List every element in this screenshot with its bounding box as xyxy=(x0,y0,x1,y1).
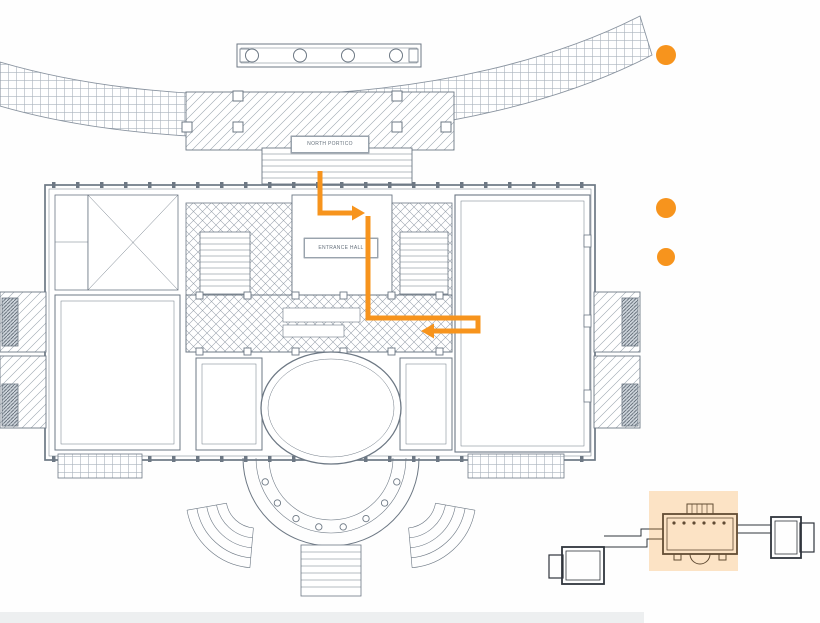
route-arrowhead xyxy=(352,205,365,221)
route-arrow xyxy=(317,171,352,216)
west-corridor xyxy=(185,202,293,296)
bullet-dot xyxy=(657,248,675,266)
route-arrow xyxy=(365,216,481,334)
state-dining-room xyxy=(54,294,181,451)
west-stairs xyxy=(199,231,251,295)
southeast-fan-stairs xyxy=(408,502,476,568)
south-columns xyxy=(261,478,401,531)
minimap-residence-columns xyxy=(672,521,726,525)
east-stairs xyxy=(399,231,449,295)
east-terrace xyxy=(593,291,641,429)
green-room xyxy=(399,357,453,451)
cross-hall-label-box xyxy=(282,307,361,323)
south-flank-terraces xyxy=(57,453,565,479)
west-terrace xyxy=(0,291,47,429)
residence xyxy=(44,182,596,465)
plan-bottom-strip xyxy=(0,612,644,623)
bullet-dot xyxy=(656,198,676,218)
entrance-hall-label: ENTRANCE HALL xyxy=(304,238,378,258)
red-room xyxy=(195,357,263,451)
west-stair-hall xyxy=(54,194,179,291)
east-corridor xyxy=(391,202,453,296)
minimap-highlight xyxy=(649,491,738,571)
north-portico-label: NORTH PORTICO xyxy=(291,136,369,153)
southwest-fan-stairs xyxy=(186,502,254,568)
north-steps xyxy=(261,147,413,185)
south-portico xyxy=(186,457,476,597)
route-arrowhead xyxy=(421,323,434,339)
south-center-steps xyxy=(300,544,362,597)
cross-hall-label-box-2 xyxy=(282,324,345,338)
bullet-dot xyxy=(656,45,676,65)
cross-hall xyxy=(185,291,453,356)
minimap-drawing xyxy=(548,503,815,585)
north-balustrade xyxy=(236,43,422,68)
blue-room xyxy=(260,351,402,465)
